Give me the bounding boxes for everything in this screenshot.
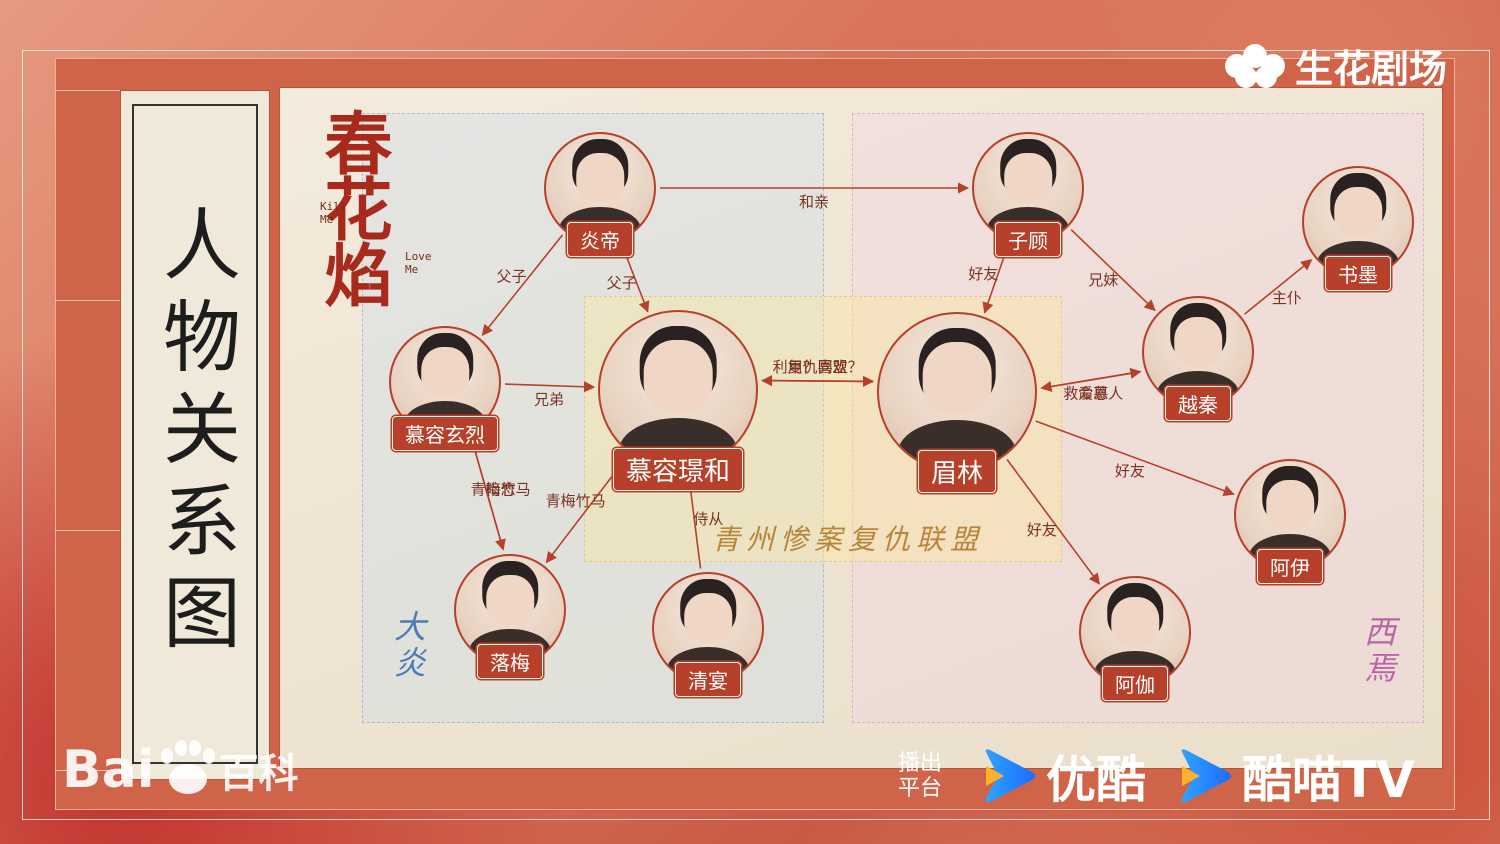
relation-line-meilin-murongjinghe xyxy=(760,375,874,387)
relation-label-yandi-zigu: 和亲 xyxy=(799,193,829,211)
character-node-ayi: 阿伊 xyxy=(1234,459,1346,584)
relation-label-yandi-murongxuanlie: 父子 xyxy=(497,267,527,285)
outer-frame xyxy=(22,50,1490,820)
character-node-meilin: 眉林 xyxy=(877,312,1037,493)
character-node-shumo: 书墨 xyxy=(1302,166,1414,291)
relation-label-meilin-murongjinghe: 利用？喜欢？ xyxy=(773,358,863,376)
portrait-murongjinghe xyxy=(598,310,758,470)
character-name-aqie: 阿伽 xyxy=(1102,666,1168,701)
character-node-murongxuanlie: 慕容玄烈 xyxy=(389,326,501,451)
character-node-zigu: 子顾 xyxy=(972,132,1084,257)
character-name-shumo: 书墨 xyxy=(1325,256,1391,291)
title-spine xyxy=(120,90,270,780)
relation-label-zigu-meilin: 好友 xyxy=(968,265,998,283)
relation-line-meilin-yueqin xyxy=(1041,367,1142,389)
character-name-murongxuanlie: 慕容玄烈 xyxy=(392,416,498,451)
character-node-luomei: 落梅 xyxy=(454,554,566,679)
relation-line-murongxuanlie-murongjinghe xyxy=(504,381,596,393)
relation-line-luomei-murongxuanlie xyxy=(468,435,504,550)
relation-label-yandi-murongjinghe: 父子 xyxy=(607,274,637,292)
relation-label-meilin-yueqin: 爱慕 xyxy=(1078,385,1108,403)
platform-bar: 播出 平台 优酷 酷喵TV xyxy=(898,740,1415,812)
watermark-left: Bai xyxy=(62,740,155,800)
platform-youku: 优酷 xyxy=(980,740,1146,812)
region-center-label: 青州惨案复仇联盟 xyxy=(712,523,985,556)
relation-label-murongxuanlie-murongjinghe: 兄弟 xyxy=(534,391,564,409)
watermark-right: 百科 xyxy=(218,751,299,797)
character-name-yandi: 炎帝 xyxy=(567,222,633,257)
character-node-yueqin: 越秦 xyxy=(1142,296,1254,421)
title-box: 人物关系图 xyxy=(132,104,258,764)
baidu-watermark: Bai 百科 xyxy=(62,740,299,800)
flower-icon xyxy=(1225,43,1287,88)
character-node-aqie: 阿伽 xyxy=(1079,576,1191,701)
relation-label-meilin-ayi: 好友 xyxy=(1115,462,1145,480)
binding-line xyxy=(55,300,123,301)
paw-icon xyxy=(157,740,217,800)
relation-line-yueqin-shumo xyxy=(1244,259,1313,315)
relation-label-murongjinghe-meilin: 复仇同盟 xyxy=(788,358,848,376)
youku-play-icon xyxy=(985,749,1035,803)
relation-label-luomei-murongxuanlie: 青梅竹马 xyxy=(471,480,531,498)
portrait-meilin xyxy=(877,312,1037,472)
platform-label: 播出 平台 xyxy=(898,750,943,801)
relation-label-murongxuanlie-luomei: 暗恋 xyxy=(486,480,516,498)
character-node-qingyan: 清宴 xyxy=(652,572,764,697)
platform-name-1: 酷喵TV xyxy=(1242,751,1415,809)
relation-label-yueqin-shumo: 主仆 xyxy=(1272,289,1302,307)
relation-label-meilin-aqie: 好友 xyxy=(1027,521,1057,539)
character-node-yandi: 炎帝 xyxy=(544,132,656,257)
character-name-meilin: 眉林 xyxy=(917,450,997,493)
binding-line xyxy=(55,530,123,531)
binding-line xyxy=(55,90,123,91)
character-name-luomei: 落梅 xyxy=(477,644,543,679)
relation-label-yueqin-meilin: 救命恩人 xyxy=(1063,385,1123,403)
relation-label-murongjinghe-luomei: 青梅竹马 xyxy=(546,492,606,510)
character-name-zigu: 子顾 xyxy=(995,222,1061,257)
character-name-murongjinghe: 慕容璟和 xyxy=(612,448,744,491)
binding-line xyxy=(55,770,123,771)
relation-line-meilin-aqie xyxy=(1006,458,1100,585)
studio-logo: 生花剧场 xyxy=(1225,38,1447,93)
relation-label-zigu-yueqin: 兄妹 xyxy=(1088,271,1118,289)
relation-line-zigu-yueqin xyxy=(1070,229,1156,312)
relation-line-yandi-murongxuanlie xyxy=(481,234,564,336)
platform-name-0: 优酷 xyxy=(1046,751,1146,809)
relation-line-meilin-ayi xyxy=(1035,420,1235,496)
studio-name: 生花剧场 xyxy=(1295,47,1448,91)
region-right-label: 西焉 xyxy=(1359,615,1397,687)
character-node-murongjinghe: 慕容璟和 xyxy=(598,310,758,491)
show-title: 春花焰 xyxy=(312,108,392,306)
show-subtitle-b: Love Me xyxy=(405,250,432,277)
region-left-label: 大炎 xyxy=(389,610,427,682)
character-name-qingyan: 清宴 xyxy=(675,662,741,697)
relation-label-qingyan-murongjinghe: 侍从 xyxy=(693,510,723,528)
character-name-ayi: 阿伊 xyxy=(1257,549,1323,584)
kumiao-play-icon xyxy=(1181,749,1231,803)
character-name-yueqin: 越秦 xyxy=(1165,386,1231,421)
show-subtitle-a: Kill Me xyxy=(320,200,347,227)
platform-kumiao: 酷喵TV xyxy=(1176,740,1415,812)
page-title: 人物关系图 xyxy=(150,204,240,664)
